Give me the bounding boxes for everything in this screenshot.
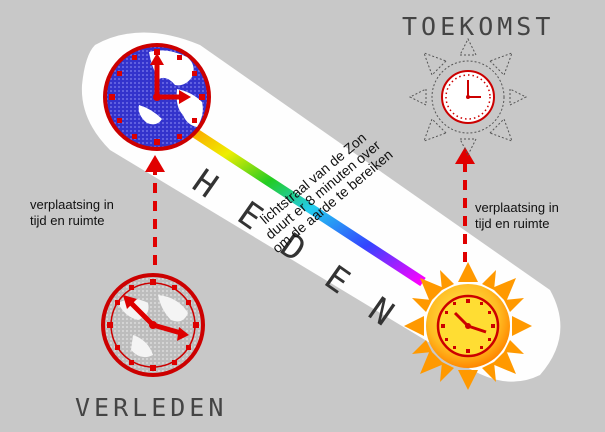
move-label-right: verplaatsing in tijd en ruimte bbox=[475, 200, 559, 232]
arrow-present-to-future bbox=[455, 147, 475, 262]
outlined-sun-clock-icon bbox=[408, 37, 528, 157]
move-label-right-line-2: tijd en ruimte bbox=[475, 216, 550, 231]
move-label-left: verplaatsing in tijd en ruimte bbox=[30, 197, 114, 229]
grey-globe-clock-icon bbox=[101, 273, 205, 377]
sun-clock-icon bbox=[404, 262, 532, 390]
globe-clock-icon bbox=[103, 43, 211, 151]
future-title: TOEKOMST bbox=[402, 12, 555, 41]
past-title: VERLEDEN bbox=[75, 393, 228, 422]
move-label-left-line-1: verplaatsing in bbox=[30, 197, 114, 212]
move-label-left-line-2: tijd en ruimte bbox=[30, 213, 105, 228]
arrow-past-to-top bbox=[145, 155, 165, 265]
move-label-right-line-1: verplaatsing in bbox=[475, 200, 559, 215]
